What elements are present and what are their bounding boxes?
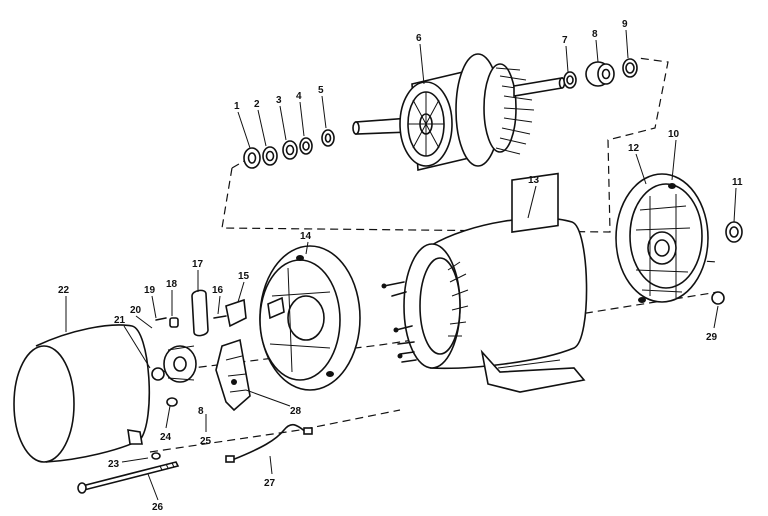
callout-1: 1 — [234, 101, 240, 112]
right-end-bell — [615, 173, 743, 305]
callout-15: 15 — [238, 271, 250, 282]
through-bolt — [77, 452, 180, 494]
callout-19: 19 — [144, 285, 156, 296]
callout-9: 9 — [622, 19, 628, 30]
rotor-assembly — [352, 53, 566, 171]
callout-18: 18 — [166, 279, 178, 290]
callout-21: 21 — [114, 315, 126, 326]
centrifugal-switch — [215, 338, 251, 412]
callout-14: 14 — [300, 231, 312, 242]
callout-22: 22 — [58, 285, 70, 296]
callout-8: 8 — [592, 29, 598, 40]
callout-2: 2 — [254, 99, 260, 110]
left-end-bell — [259, 245, 361, 391]
stator-housing — [381, 172, 588, 393]
callout-24: 24 — [160, 432, 172, 443]
leader-lines — [65, 29, 737, 501]
callout-7: 7 — [562, 35, 568, 46]
callout-16: 16 — [212, 285, 224, 296]
callout-labels: 1 2 3 4 5 6 7 8 9 10 11 12 13 14 15 16 1… — [58, 19, 743, 513]
callout-26: 26 — [152, 502, 164, 513]
switch-parts — [151, 289, 247, 407]
callout-27: 27 — [264, 478, 276, 489]
end-cover — [13, 324, 151, 463]
callout-20: 20 — [130, 305, 142, 316]
callout-8-switch: 8 — [198, 406, 204, 417]
callout-3: 3 — [276, 95, 282, 106]
callout-13: 13 — [528, 175, 540, 186]
callout-11: 11 — [732, 177, 743, 188]
callout-5: 5 — [318, 85, 324, 96]
callout-4: 4 — [296, 91, 302, 102]
shaft-washers-left — [243, 129, 335, 169]
callout-6: 6 — [416, 33, 422, 44]
callout-10: 10 — [668, 129, 680, 140]
shaft-bearings-right — [563, 58, 638, 89]
callout-17: 17 — [192, 259, 204, 270]
callout-28: 28 — [290, 406, 302, 417]
callout-29: 29 — [706, 332, 718, 343]
callout-25: 25 — [200, 436, 212, 447]
callout-23: 23 — [108, 459, 120, 470]
callout-12: 12 — [628, 143, 640, 154]
lead-wire — [225, 423, 313, 463]
